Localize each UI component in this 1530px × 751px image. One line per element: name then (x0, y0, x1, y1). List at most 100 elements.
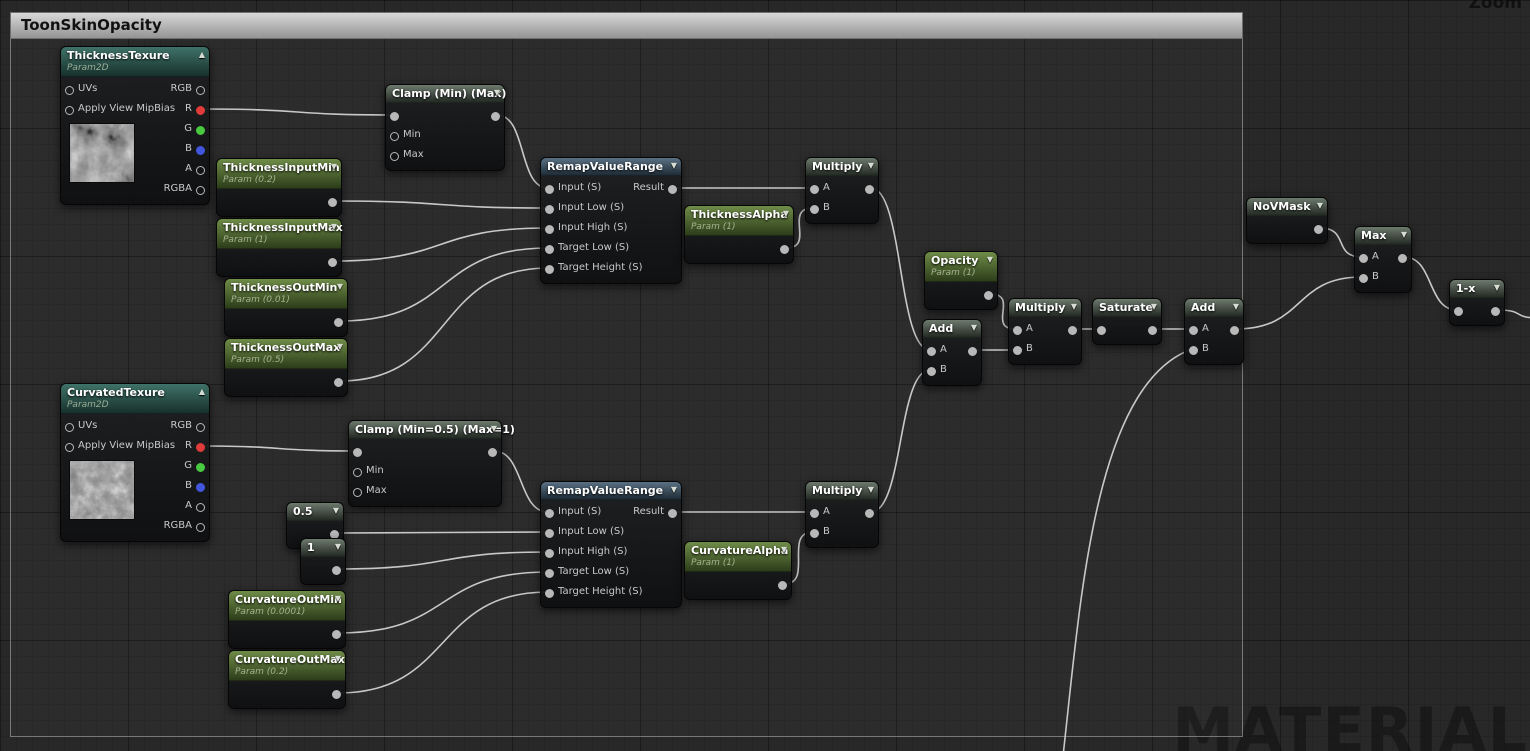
input-pin-input-s-[interactable] (545, 508, 554, 518)
input-pin[interactable] (1454, 306, 1463, 316)
collapse-down-icon[interactable]: ▼ (1493, 283, 1500, 292)
input-pin-b[interactable] (1189, 345, 1198, 355)
output-pin[interactable] (865, 184, 874, 194)
input-pin-input-low-s-[interactable] (545, 528, 554, 538)
input-pin-b[interactable] (1359, 273, 1368, 283)
input-pin-target-height-s-[interactable] (545, 588, 554, 598)
collapse-down-icon[interactable]: ▼ (867, 485, 874, 494)
collapse-down-icon[interactable]: ▼ (1150, 302, 1157, 311)
output-pin[interactable] (984, 290, 993, 300)
collapse-up-icon[interactable]: ▲ (198, 387, 205, 396)
collapse-down-icon[interactable]: ▼ (780, 545, 787, 554)
node-const-1[interactable]: 1▼ (300, 538, 346, 585)
input-pin-b[interactable] (1013, 345, 1022, 355)
collapse-down-icon[interactable]: ▼ (334, 594, 341, 603)
collapse-down-icon[interactable]: ▼ (334, 654, 341, 663)
collapse-up-icon[interactable]: ▲ (198, 50, 205, 59)
output-pin-r[interactable] (196, 442, 205, 452)
input-pin-a[interactable] (810, 184, 819, 194)
input-pin[interactable] (1097, 325, 1106, 335)
input-pin-target-height-s-[interactable] (545, 264, 554, 274)
output-pin[interactable] (334, 317, 343, 327)
output-pin-r[interactable] (196, 105, 205, 115)
output-pin[interactable] (780, 244, 789, 254)
collapse-down-icon[interactable]: ▼ (670, 485, 677, 494)
collapse-down-icon[interactable]: ▼ (334, 542, 341, 551)
output-pin-a[interactable] (196, 165, 205, 175)
input-pin-input-low-s-[interactable] (545, 204, 554, 214)
output-pin-rgb[interactable] (196, 85, 205, 95)
collapse-down-icon[interactable]: ▼ (1232, 302, 1239, 311)
output-pin-rgba[interactable] (196, 522, 205, 532)
node-novmask[interactable]: NoVMask▼ (1246, 197, 1328, 244)
input-pin-input-high-s-[interactable] (545, 548, 554, 558)
node-saturate[interactable]: Saturate▼ (1092, 298, 1162, 345)
input-pin-apply-view-mipbias[interactable] (65, 105, 74, 115)
collapse-down-icon[interactable]: ▼ (330, 222, 337, 231)
collapse-down-icon[interactable]: ▼ (670, 161, 677, 170)
input-pin-b[interactable] (927, 366, 936, 376)
input-pin-max[interactable] (353, 487, 362, 497)
output-pin[interactable] (332, 565, 341, 575)
collapse-down-icon[interactable]: ▼ (1400, 230, 1407, 239)
input-pin-b[interactable] (810, 204, 819, 214)
input-pin-min[interactable] (390, 131, 399, 141)
collapse-down-icon[interactable]: ▼ (336, 282, 343, 291)
output-pin[interactable] (332, 629, 341, 639)
node-one-minus[interactable]: 1-x▼ (1449, 279, 1505, 326)
collapse-down-icon[interactable]: ▼ (490, 424, 497, 433)
output-pin[interactable] (1230, 325, 1239, 335)
input-pin[interactable] (353, 447, 362, 457)
collapse-down-icon[interactable]: ▼ (332, 506, 339, 515)
comment-titlebar[interactable]: ToonSkinOpacity (10, 12, 1243, 39)
output-pin-b[interactable] (196, 145, 205, 155)
output-pin-g[interactable] (196, 462, 205, 472)
collapse-down-icon[interactable]: ▼ (330, 162, 337, 171)
output-pin[interactable] (332, 689, 341, 699)
output-pin-a[interactable] (196, 502, 205, 512)
output-pin[interactable] (968, 346, 977, 356)
collapse-down-icon[interactable]: ▼ (867, 161, 874, 170)
output-pin-result[interactable] (668, 508, 677, 518)
input-pin[interactable] (390, 111, 399, 121)
collapse-down-icon[interactable]: ▼ (970, 323, 977, 332)
output-pin[interactable] (491, 111, 500, 121)
input-pin-target-low-s-[interactable] (545, 244, 554, 254)
output-pin-b[interactable] (196, 482, 205, 492)
input-pin-a[interactable] (927, 346, 936, 356)
input-pin-input-s-[interactable] (545, 184, 554, 194)
output-pin[interactable] (778, 580, 787, 590)
output-pin[interactable] (328, 257, 337, 267)
output-pin[interactable] (1398, 253, 1407, 263)
input-pin-uvs[interactable] (65, 85, 74, 95)
collapse-down-icon[interactable]: ▼ (336, 342, 343, 351)
output-pin-rgb[interactable] (196, 422, 205, 432)
output-pin[interactable] (488, 447, 497, 457)
input-pin-a[interactable] (1189, 325, 1198, 335)
output-pin-result[interactable] (668, 184, 677, 194)
output-pin[interactable] (334, 377, 343, 387)
input-pin-a[interactable] (810, 508, 819, 518)
collapse-down-icon[interactable]: ▼ (1316, 201, 1323, 210)
input-pin-apply-view-mipbias[interactable] (65, 442, 74, 452)
output-pin-rgba[interactable] (196, 185, 205, 195)
input-pin-a[interactable] (1013, 325, 1022, 335)
collapse-down-icon[interactable]: ▼ (493, 88, 500, 97)
